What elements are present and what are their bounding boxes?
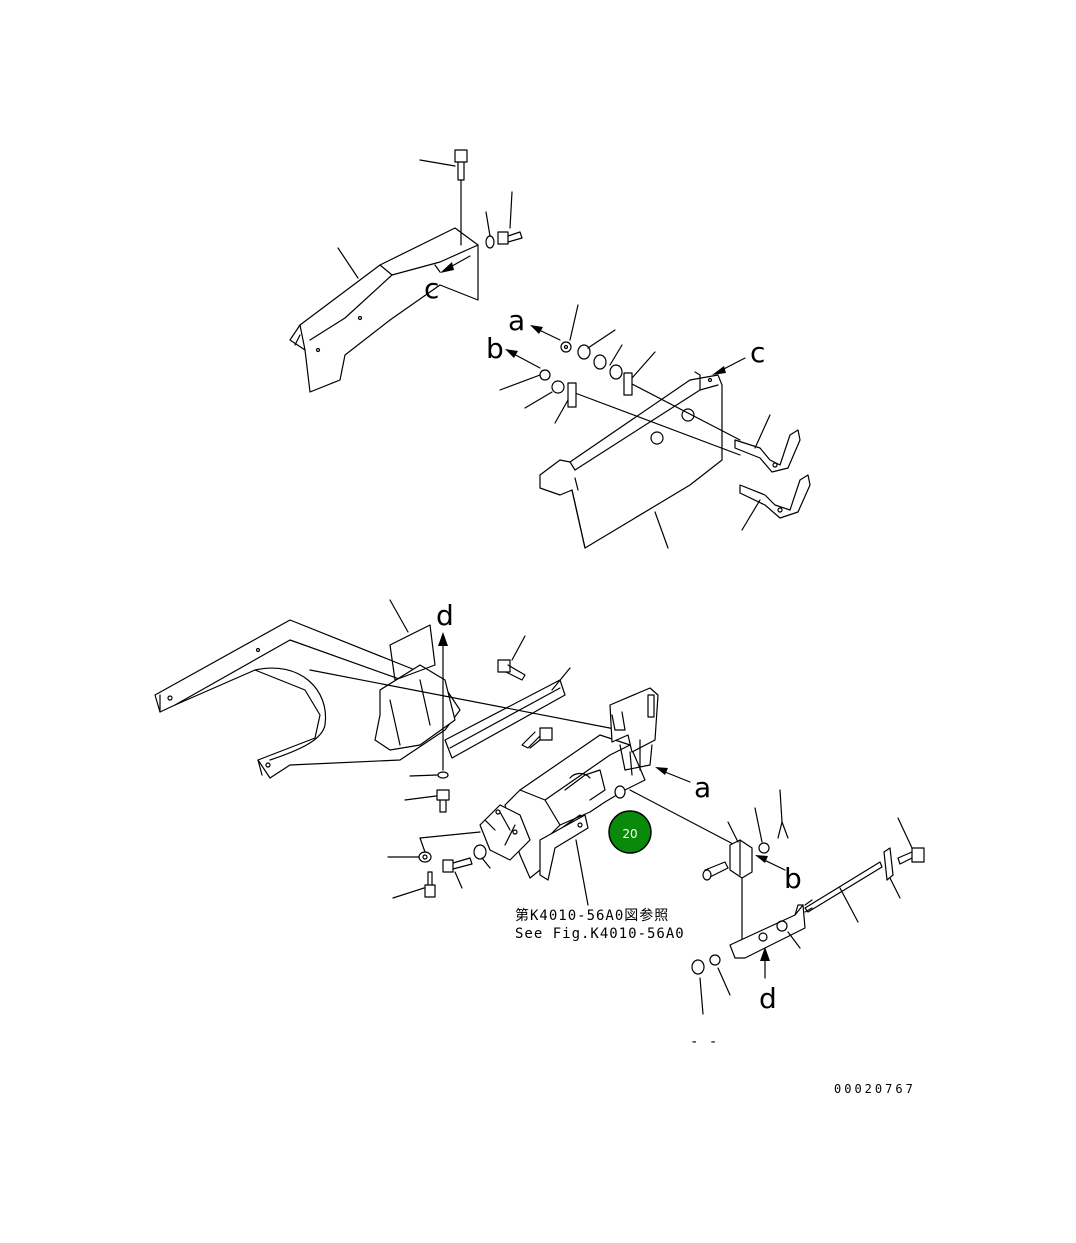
- callout-a-mid: a: [694, 771, 711, 804]
- push-rod: [804, 861, 883, 923]
- lever-upper: [734, 429, 801, 473]
- callout-c-top: c: [424, 272, 439, 305]
- lever-lower: [739, 474, 811, 519]
- arrow-a-mid: a: [655, 767, 711, 804]
- cutoff-label: - -: [690, 1034, 718, 1050]
- small-hardware-top: [499, 304, 656, 424]
- rod-end-bracket: [883, 847, 901, 899]
- pedal-plate: [539, 814, 589, 906]
- callout-d-mid: d: [436, 599, 454, 632]
- clevis-block: [727, 821, 753, 941]
- callout-d-bottom: d: [759, 982, 777, 1015]
- pedal-upright-bracket: [609, 687, 659, 776]
- mid-washer-bolt: [404, 771, 450, 813]
- callout-b-top: b: [486, 332, 504, 365]
- pedal-linkage: [479, 804, 531, 861]
- cotter-pin-mark: [777, 789, 789, 839]
- arrow-b-top: b: [486, 332, 541, 369]
- reference-note-jp: 第K4010-56A0図参照: [515, 907, 669, 924]
- pedal-housing: [504, 734, 646, 879]
- upper-cover-plate: [289, 227, 479, 393]
- callout-c-right: c: [750, 336, 765, 369]
- arrow-a-top: a: [508, 304, 561, 341]
- part-number-badge[interactable]: 20: [608, 810, 652, 854]
- top-washer-and-bolt: [485, 191, 523, 249]
- arrow-d-bottom: d: [759, 947, 777, 1015]
- right-washer: [754, 807, 770, 854]
- top-bolt-vertical: [419, 149, 468, 246]
- arrow-d-mid: d: [436, 599, 454, 771]
- lever-cover-box: [539, 371, 723, 549]
- bottom-nut-washer: [691, 954, 731, 1015]
- arrow-b-mid: b: [755, 855, 802, 895]
- callout-a-top: a: [508, 304, 525, 337]
- rail-bar: [444, 679, 566, 759]
- badge-number: 20: [622, 827, 637, 841]
- rail-bolts: [497, 635, 571, 749]
- arrow-c-right: c: [712, 336, 765, 375]
- reference-note-en: See Fig.K4010-56A0: [515, 926, 685, 942]
- small-pin: [614, 785, 626, 799]
- rod-end-bolt: [897, 817, 925, 865]
- clevis-pin: [702, 861, 729, 881]
- arrow-c-top: c: [424, 255, 471, 305]
- lower-hardware-left: [387, 831, 491, 899]
- figure-number: 00020767: [834, 1082, 916, 1096]
- lever-arm: [729, 904, 806, 959]
- callout-b-mid: b: [784, 862, 802, 895]
